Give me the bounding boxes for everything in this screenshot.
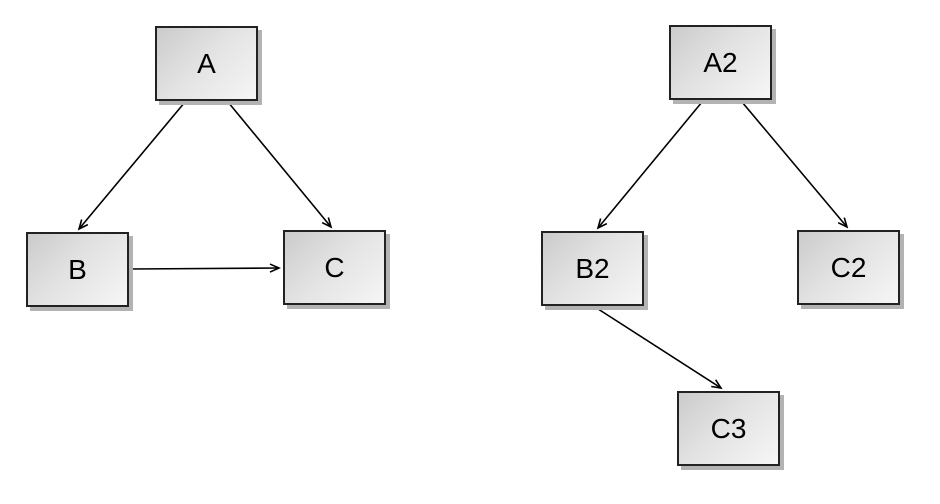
node-B[interactable]: B	[26, 232, 129, 307]
node-C[interactable]: C	[283, 230, 386, 305]
node-B-label: B	[68, 253, 87, 285]
edge-B2-C3[interactable]	[594, 306, 723, 390]
node-B2[interactable]: B2	[541, 231, 644, 306]
node-C3-label: C3	[710, 412, 747, 444]
node-C2[interactable]: C2	[797, 230, 900, 305]
edge-A-B[interactable]	[77, 101, 186, 231]
node-C-label: C	[324, 251, 345, 283]
edge-A-C[interactable]	[227, 101, 333, 229]
edge-A2-C2[interactable]	[741, 101, 849, 229]
edge-A2-B2[interactable]	[596, 101, 703, 230]
node-A-label: A	[197, 47, 216, 79]
node-C2-label: C2	[830, 251, 867, 283]
edge-B-C[interactable]	[130, 263, 281, 273]
node-C3[interactable]: C3	[677, 391, 780, 466]
node-A2-label: A2	[703, 46, 738, 78]
node-A[interactable]: A	[155, 26, 258, 101]
node-B2-label: B2	[575, 252, 610, 284]
node-A2[interactable]: A2	[669, 25, 772, 100]
